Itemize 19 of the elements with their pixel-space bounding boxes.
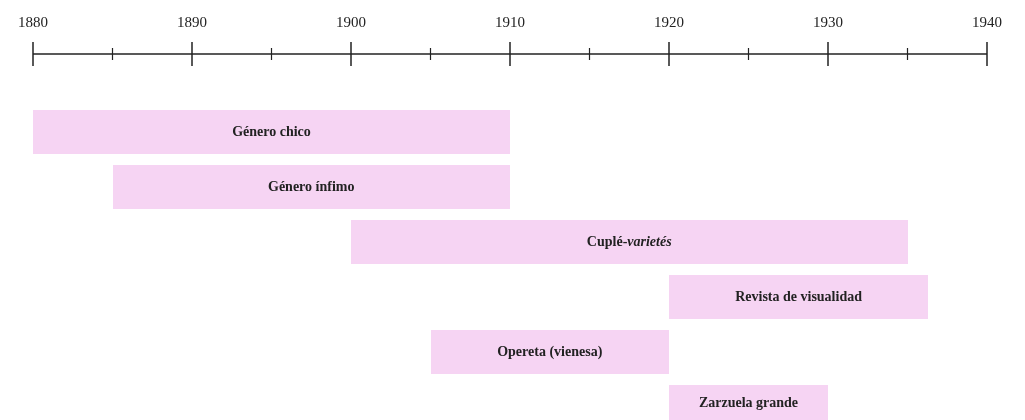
year-label: 1930	[813, 14, 843, 31]
year-label: 1920	[654, 14, 684, 31]
period-name: Género chico	[232, 124, 311, 140]
period-bar	[112, 165, 510, 209]
period-name: Zarzuela grande	[698, 394, 799, 411]
period-name: Cuplé-varietés	[586, 234, 672, 250]
year-label: 1880	[18, 14, 48, 31]
period-name: Género ínfimo	[268, 179, 355, 195]
period-bar	[430, 330, 669, 374]
period-bar	[351, 220, 908, 264]
year-label: 1940	[972, 14, 1002, 31]
year-label: 1890	[177, 14, 207, 31]
period-bar	[669, 275, 929, 319]
year-label: 1910	[495, 14, 525, 31]
year-label: 1900	[336, 14, 366, 31]
period-name: Opereta (vienesa)	[497, 344, 603, 360]
period-bar	[669, 385, 828, 420]
period-bar	[33, 110, 510, 154]
period-name: Revista de visualidad	[735, 289, 862, 305]
